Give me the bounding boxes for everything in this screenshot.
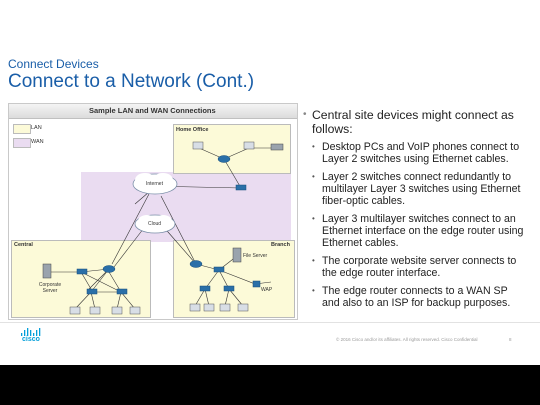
footer-divider [0, 322, 540, 323]
page-number: 8 [509, 337, 512, 342]
diagram-header: Sample LAN and WAN Connections [9, 104, 297, 119]
branch-label: Branch [271, 242, 290, 248]
copyright-text: © 2016 Cisco and/or its affiliates. All … [336, 337, 478, 342]
slide: Connect Devices Connect to a Network (Co… [0, 0, 540, 365]
legend-wan-swatch [13, 138, 31, 148]
cisco-logo: cisco [20, 327, 44, 350]
corporate-server-text: Corporate Server [38, 282, 62, 294]
cloud-label: Cloud [148, 221, 162, 227]
network-diagram: Sample LAN and WAN Connections LAN WAN H… [8, 103, 298, 320]
corporate-server-label: Corporate Server [33, 282, 67, 294]
sub-bullet: Layer 2 switches connect redundantly to … [303, 171, 525, 207]
cisco-logo-text: cisco [22, 336, 40, 343]
legend-wan-label: WAN [31, 139, 44, 145]
bullet-list: Central site devices might connect as fo… [303, 108, 525, 315]
central-zone [11, 240, 151, 318]
wan-zone [81, 172, 291, 242]
central-label: Central [14, 242, 33, 248]
home-office-label: Home Office [176, 127, 209, 133]
legend-lan-swatch [13, 124, 31, 134]
legend-lan-label: LAN [31, 125, 42, 131]
internet-cloud-label: Internet [146, 181, 163, 187]
main-bullet: Central site devices might connect as fo… [303, 108, 525, 136]
slide-subtitle: Connect Devices [8, 57, 99, 71]
bottom-black-bar [0, 365, 540, 405]
file-server-label: File Server [243, 253, 268, 259]
diagram-title: Sample LAN and WAN Connections [89, 106, 216, 115]
sub-bullet: The corporate website server connects to… [303, 255, 525, 279]
slide-title: Connect to a Network (Cont.) [8, 71, 255, 92]
sub-bullet: Layer 3 multilayer switches connect to a… [303, 213, 525, 249]
sub-bullet: Desktop PCs and VoIP phones connect to L… [303, 141, 525, 165]
sub-bullet: The edge router connects to a WAN SP and… [303, 285, 525, 309]
wap-label: WAP [261, 287, 273, 293]
diagram-graphics [42, 141, 284, 315]
